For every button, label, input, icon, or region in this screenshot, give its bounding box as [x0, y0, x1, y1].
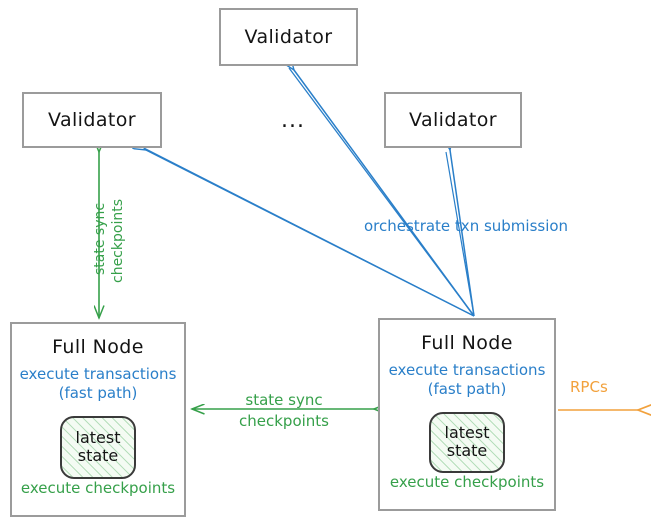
orchestrate-txn-submission-label: orchestrate txn submission [364, 217, 569, 235]
full-node-left-checkpoints: execute checkpoints [20, 479, 176, 498]
validator-right[interactable]: Validator [384, 92, 522, 148]
full-node-right-state-chip[interactable]: latest state [429, 411, 505, 474]
validator-right-label: Validator [409, 109, 497, 131]
full-node-left-fastpath-line1: execute transactions [19, 365, 177, 383]
full-node-left-state-line1: latest [75, 427, 121, 447]
vertical-state-sync-label-line1: state sync [92, 202, 108, 275]
full-node-right-fastpath: execute transactions (fast path) [389, 361, 546, 399]
validator-left[interactable]: Validator [22, 92, 162, 148]
full-node-right[interactable]: Full Node execute transactions (fast pat… [378, 318, 556, 511]
validator-left-label: Validator [48, 109, 136, 131]
full-node-right-fastpath-line2: (fast path) [427, 379, 507, 398]
rpcs-label: RPCs [570, 378, 608, 396]
full-node-right-state-line1: latest [444, 422, 490, 442]
validator-top[interactable]: Validator [219, 8, 358, 66]
full-node-right-checkpoints: execute checkpoints [389, 473, 545, 492]
full-node-left-fastpath-line2: (fast path) [58, 383, 138, 402]
full-node-right-state-line2: state [446, 441, 488, 461]
full-node-left-state-line2: state [77, 446, 119, 466]
full-node-left-title: Full Node [52, 336, 144, 358]
full-node-right-title: Full Node [421, 332, 513, 354]
full-node-right-fastpath-line1: execute transactions [388, 361, 546, 379]
full-node-left-fastpath: execute transactions (fast path) [20, 365, 177, 403]
full-node-left[interactable]: Full Node execute transactions (fast pat… [10, 322, 186, 517]
validators-ellipsis: ... [281, 108, 305, 133]
horizontal-state-sync-label-line1: state sync [245, 391, 323, 409]
validator-top-label: Validator [244, 26, 333, 48]
horizontal-state-sync-label-line2: checkpoints [239, 412, 329, 430]
full-node-left-state-chip[interactable]: latest state [60, 415, 136, 480]
vertical-state-sync-label-line2: checkpoints [110, 199, 126, 283]
